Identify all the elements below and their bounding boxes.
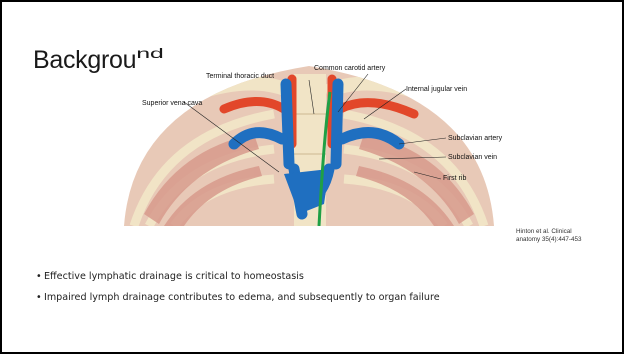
citation-line-1: Hinton et al. Clinical xyxy=(516,228,581,236)
bullet-marker: • xyxy=(36,292,42,303)
anatomy-illustration xyxy=(124,54,494,226)
label-internal-jugular-vein: Internal jugular vein xyxy=(406,86,467,93)
bullet-list: •Effective lymphatic drainage is critica… xyxy=(36,271,440,313)
slide-title-clipped: nd xyxy=(136,46,163,62)
figure-citation: Hinton et al. Clinical anatomy 35(4):447… xyxy=(516,228,581,244)
label-subclavian-artery: Subclavian artery xyxy=(448,135,502,142)
bullet-marker: • xyxy=(36,271,42,282)
slide-title: Background xyxy=(33,46,163,75)
label-terminal-thoracic-duct: Terminal thoracic duct xyxy=(206,73,274,80)
bullet-item: •Effective lymphatic drainage is critica… xyxy=(36,271,440,282)
bullet-item: •Impaired lymph drainage contributes to … xyxy=(36,292,440,303)
citation-line-2: anatomy 35(4):447-453 xyxy=(516,236,581,244)
label-common-carotid-artery: Common carotid artery xyxy=(314,65,385,72)
label-subclavian-vein: Subclavian vein xyxy=(448,154,497,161)
label-first-rib: First rib xyxy=(443,175,466,182)
label-superior-vena-cava: Superior vena cava xyxy=(142,100,202,107)
